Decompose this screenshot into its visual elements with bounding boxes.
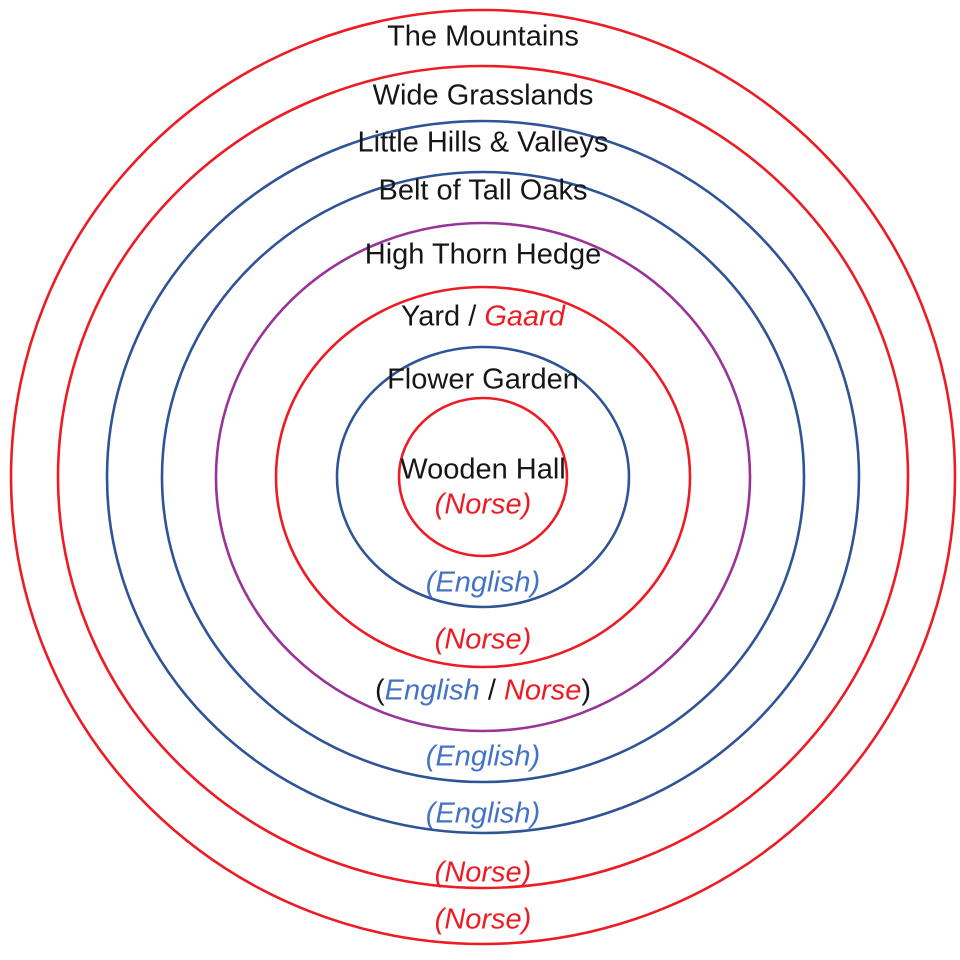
ring-label-hills-valleys: Little Hills & Valleys	[357, 126, 609, 159]
language-text: (Norse)	[434, 488, 532, 521]
ring-label-flower-garden: Flower Garden	[387, 363, 579, 396]
language-label-mountains: (Norse)	[434, 903, 532, 936]
language-text: (Norse)	[434, 623, 532, 656]
language-label-grasslands: (Norse)	[434, 856, 532, 889]
ring-label-grasslands: Wide Grasslands	[372, 79, 594, 112]
language-text: (Norse)	[434, 903, 532, 936]
ring-ellipse-yard	[274, 285, 692, 669]
language-paren-close: )	[581, 674, 591, 707]
language-text: (English)	[425, 797, 541, 830]
language-label-yard: (Norse)	[434, 623, 532, 656]
language-text: (English)	[425, 566, 541, 599]
ring-ellipse-hills-valleys	[105, 119, 861, 835]
ring-ellipse-flower-garden	[335, 345, 631, 609]
ring-ellipse-wooden-hall	[397, 396, 569, 558]
ring-label-text: Flower Garden	[387, 363, 579, 396]
ring-ellipse-thorn-hedge	[214, 221, 752, 733]
ring-label-text: Belt of Tall Oaks	[378, 174, 588, 207]
language-text: (Norse)	[434, 856, 532, 889]
ring-label-thorn-hedge: High Thorn Hedge	[364, 238, 602, 271]
ring-label-mountains: The Mountains	[387, 20, 579, 53]
language-label-wooden-hall: (Norse)	[434, 488, 532, 521]
ring-label-tall-oaks: Belt of Tall Oaks	[378, 174, 588, 207]
ring-label-english-part: Yard /	[401, 300, 485, 333]
ring-label-text: Wooden Hall	[400, 453, 566, 486]
language-separator: /	[479, 674, 504, 707]
ring-label-wooden-hall: Wooden Hall	[400, 453, 566, 486]
ring-ellipse-tall-oaks	[160, 170, 806, 784]
language-english: English	[384, 674, 480, 707]
ring-label-text: High Thorn Hedge	[364, 238, 602, 271]
ring-label-text: The Mountains	[387, 20, 579, 53]
language-norse: Norse	[503, 674, 582, 707]
language-label-flower-garden: (English)	[425, 566, 541, 599]
language-paren-open: (	[375, 674, 385, 707]
ring-label-text: Little Hills & Valleys	[357, 126, 609, 159]
ring-label-norse-part: Gaard	[484, 300, 565, 333]
ring-ellipse-mountains	[9, 8, 957, 946]
language-label-thorn-hedge: (English / Norse)	[375, 674, 591, 707]
language-label-hills-valleys: (English)	[425, 797, 541, 830]
ring-label-text: Wide Grasslands	[372, 79, 594, 112]
language-label-tall-oaks: (English)	[425, 740, 541, 773]
ring-label-yard: Yard / Gaard	[401, 300, 565, 333]
ring-ellipse-grasslands	[56, 64, 910, 890]
language-text: (English)	[425, 740, 541, 773]
